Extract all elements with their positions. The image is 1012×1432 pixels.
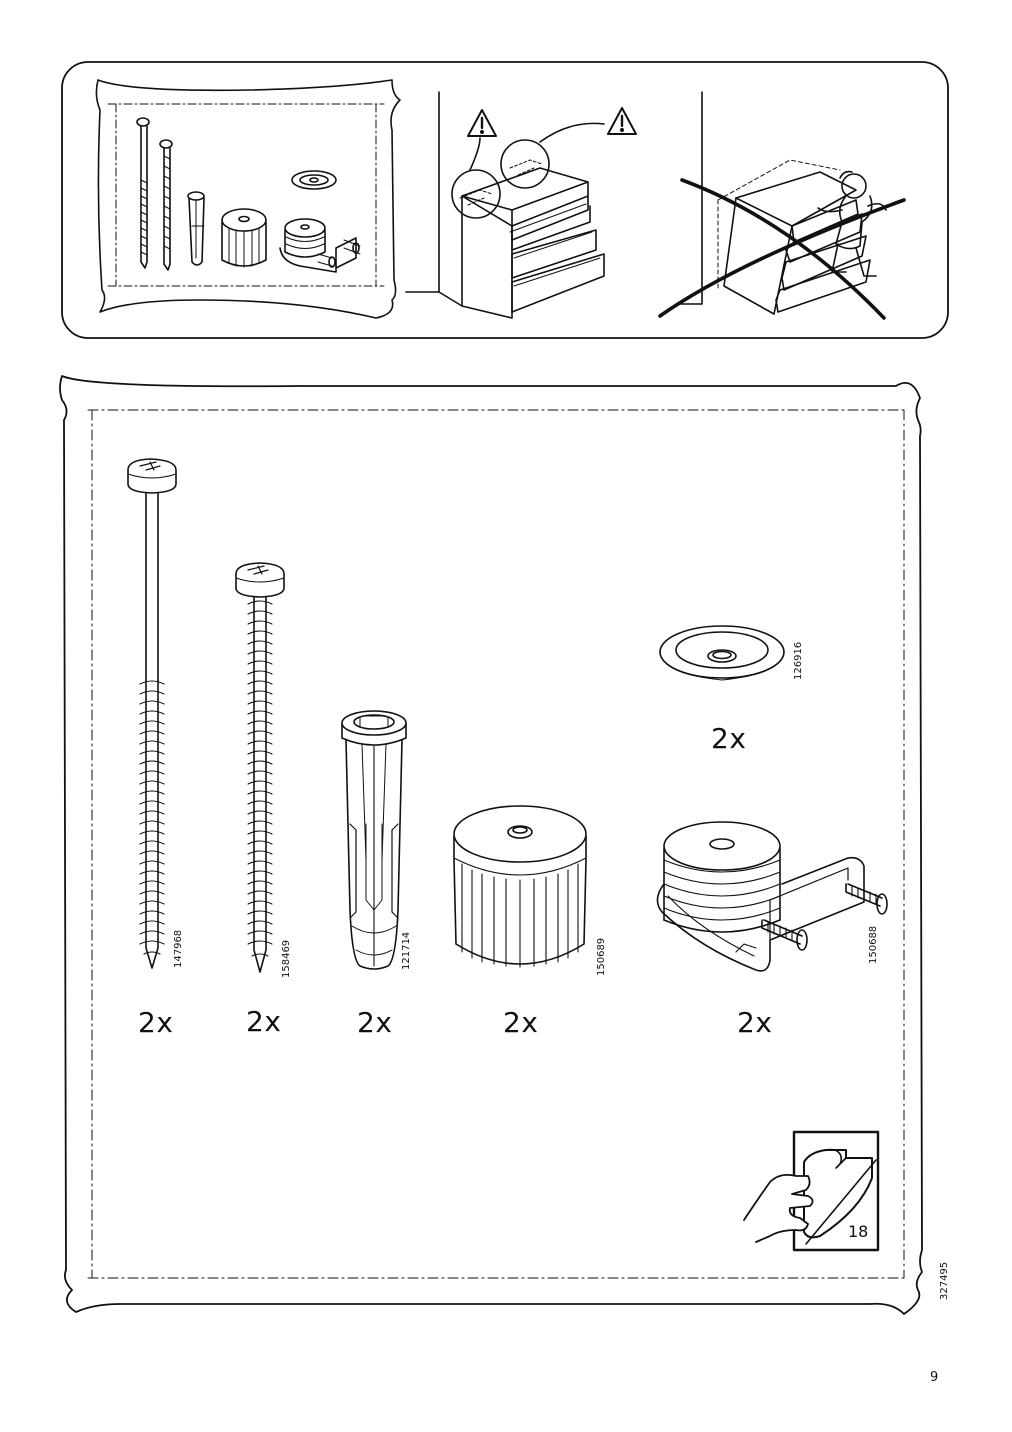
part-number-anti-tip-bracket: 150688 [868,925,879,964]
page-reference-number: 18 [848,1222,869,1241]
dresser-wall-warning [405,91,637,319]
page-number: 9 [930,1370,939,1385]
anti-tip-bracket-drawing [656,821,888,972]
hardware-bag-thumbnail [95,79,401,319]
qty-long-screw: 2x [138,1006,174,1039]
overview-panel-frame [61,61,949,339]
document-code: 327495 [939,1261,950,1300]
qty-wall-plug: 2x [357,1006,393,1039]
screw-drawing [235,562,285,973]
qty-screw: 2x [246,1005,282,1038]
qty-washer: 2x [711,722,747,755]
part-number-wall-plug: 121714 [401,931,412,970]
knurled-cap-drawing [453,805,587,968]
part-number-long-screw: 147968 [173,929,184,968]
part-number-knurled-cap: 150689 [596,937,607,976]
long-screw-drawing [127,458,177,969]
washer-drawing [659,625,785,681]
page-turn-icon [743,1130,880,1252]
warning-triangle-icon [607,107,637,135]
part-number-screw: 158469 [281,939,292,978]
parts-bag-frame [59,375,923,1315]
warning-triangle-icon [467,109,497,137]
part-number-washer: 126916 [793,641,804,680]
wall-plug-drawing [341,710,407,970]
qty-anti-tip-bracket: 2x [737,1006,773,1039]
qty-knurled-cap: 2x [503,1006,539,1039]
tip-over-prohibited [658,91,906,320]
